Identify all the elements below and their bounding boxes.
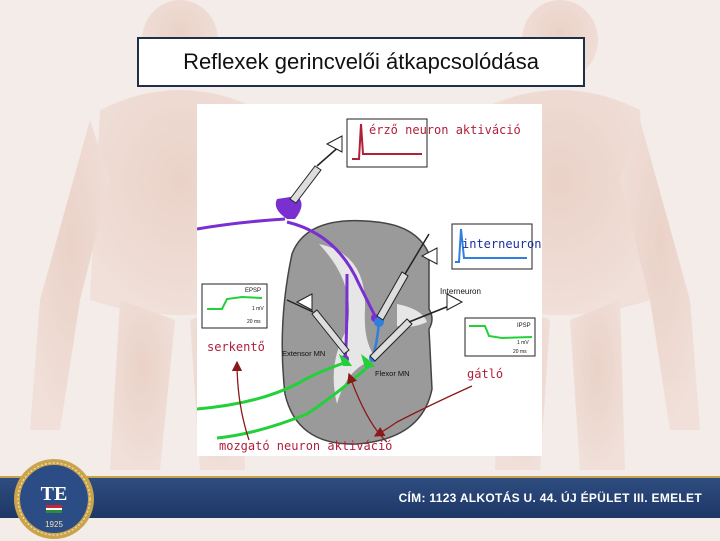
- flexor-label: Flexor MN: [375, 369, 410, 378]
- scale-mv-left: 1 mV: [252, 306, 264, 312]
- reflex-diagram: érző neuron aktiváció interneuron Intern…: [197, 104, 542, 456]
- motor-label: mozgató neuron aktiváció: [219, 439, 392, 453]
- seal-year: 1925: [45, 520, 63, 529]
- scale-ms-left: 20 ms: [247, 319, 261, 325]
- slide-title: Reflexek gerincvelői átkapcsolódása: [183, 49, 539, 75]
- scale-ms-right: 20 ms: [513, 349, 527, 355]
- university-seal: TE 1925: [12, 457, 96, 541]
- title-box: Reflexek gerincvelői átkapcsolódása: [137, 37, 585, 87]
- extensor-label: Extensor MN: [282, 349, 325, 358]
- excitatory-label: serkentő: [207, 340, 265, 354]
- inhibitory-label: gátló: [467, 367, 503, 381]
- sensory-label: érző neuron aktiváció: [369, 123, 521, 137]
- epsp-label: EPSP: [245, 288, 261, 294]
- seal-monogram: TE: [41, 483, 68, 505]
- interneuron-label-blue: interneuron: [462, 237, 541, 251]
- footer-address: CÍM: 1123 ALKOTÁS U. 44. ÚJ ÉPÜLET III. …: [399, 491, 702, 505]
- reflex-diagram-panel: érző neuron aktiváció interneuron Intern…: [197, 104, 542, 456]
- interneuron-small-label: Interneuron: [440, 287, 481, 296]
- scale-mv-right: 1 mV: [517, 340, 529, 346]
- ipsp-label: IPSP: [517, 323, 531, 329]
